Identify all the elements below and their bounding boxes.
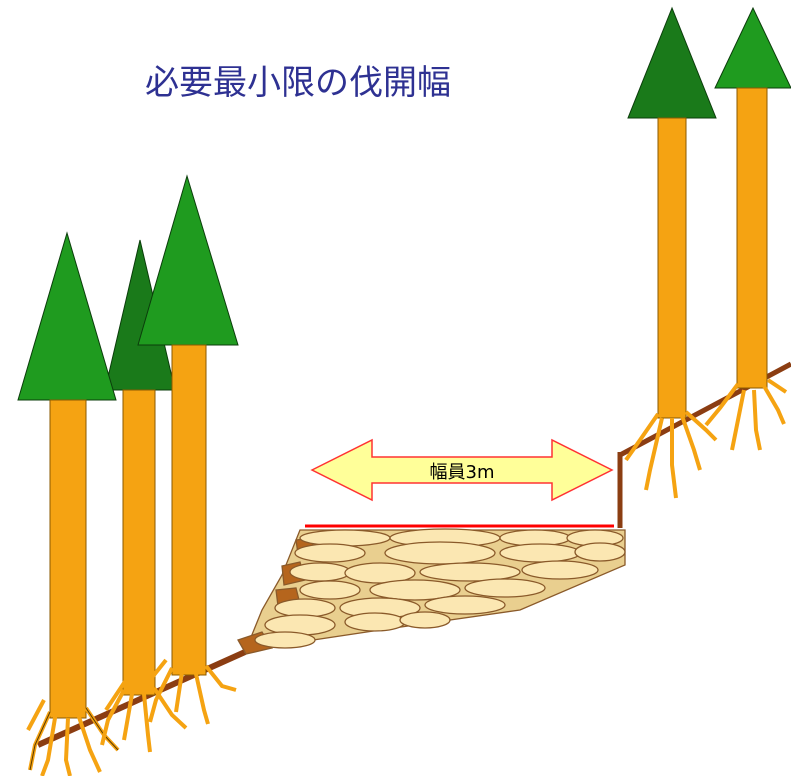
left-tree-group bbox=[17, 174, 239, 776]
tree-trunk bbox=[736, 87, 768, 389]
stone bbox=[299, 529, 391, 547]
tree-trunk bbox=[171, 344, 207, 676]
tree-roots bbox=[148, 658, 237, 725]
stone bbox=[254, 631, 316, 649]
tree-trunk bbox=[49, 399, 87, 719]
tree-trunk bbox=[657, 117, 687, 419]
stone bbox=[399, 611, 451, 629]
stone bbox=[424, 595, 506, 615]
tree bbox=[100, 389, 188, 753]
stone bbox=[574, 542, 626, 562]
ground-line-left bbox=[36, 649, 247, 748]
diagram-title: 必要最小限の伐開幅 bbox=[145, 63, 451, 103]
tree-roots bbox=[704, 378, 788, 451]
stone bbox=[294, 543, 366, 563]
tree-roots bbox=[624, 410, 718, 499]
road-width-arrow bbox=[310, 438, 614, 502]
stone bbox=[289, 562, 351, 582]
stone bbox=[499, 543, 581, 563]
stone-embankment bbox=[237, 528, 626, 655]
tree-trunk bbox=[122, 389, 156, 696]
tree bbox=[137, 174, 239, 725]
stone bbox=[384, 541, 496, 565]
tree bbox=[624, 6, 718, 499]
stone bbox=[344, 612, 406, 632]
tree-roots bbox=[100, 678, 188, 753]
stone bbox=[369, 579, 461, 601]
stone bbox=[521, 560, 599, 580]
right-tree-group bbox=[624, 6, 791, 499]
tree-crown bbox=[714, 6, 791, 89]
tree-crown bbox=[137, 174, 239, 346]
stone bbox=[419, 562, 521, 582]
stone bbox=[274, 598, 336, 618]
road-width-label: 幅員3m bbox=[430, 462, 495, 483]
stone bbox=[464, 578, 546, 598]
tree bbox=[17, 231, 120, 776]
tree bbox=[704, 6, 791, 451]
stone bbox=[299, 580, 361, 600]
tree-crown bbox=[627, 6, 717, 119]
tree-crown bbox=[17, 231, 117, 401]
stone bbox=[344, 562, 416, 584]
